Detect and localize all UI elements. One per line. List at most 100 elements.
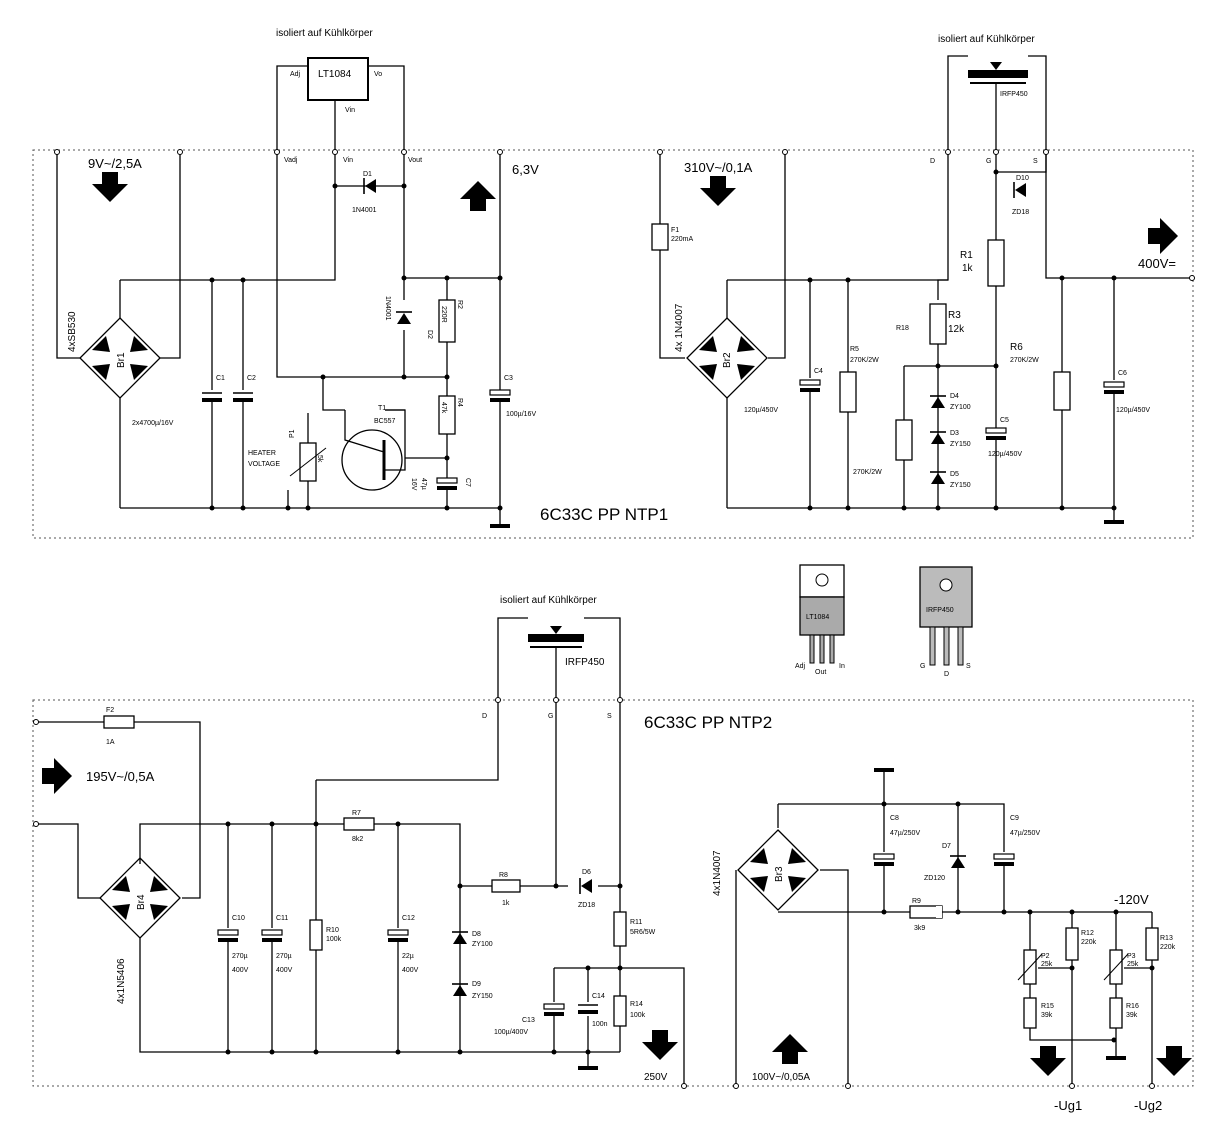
resistor-r16 — [1109, 997, 1123, 1029]
r6-label: R6 — [1010, 342, 1023, 353]
r18-label: R18 — [896, 325, 909, 332]
p1-value: 5k — [316, 455, 323, 463]
hv-input-arrow-icon — [700, 176, 736, 206]
c4-label: C4 — [814, 368, 823, 375]
c14-value: 100n — [592, 1021, 608, 1028]
c12-value2: 400V — [402, 967, 419, 974]
mosfet-irfp450-bottom — [528, 626, 584, 648]
lt1084-package — [799, 564, 845, 664]
heatsink-note-1: isoliert auf Kühlkörper — [276, 28, 373, 39]
ntp1-terminals — [54, 149, 1195, 281]
lt-pin-out: Out — [815, 669, 826, 676]
pin-d-1: D — [930, 158, 935, 165]
c9-value: 47µ/250V — [1010, 830, 1040, 837]
hv-output-arrow-icon — [1148, 218, 1178, 254]
bias-input-arrow-icon — [772, 1034, 808, 1064]
cap-c11 — [261, 929, 283, 943]
r13-value: 220k — [1160, 944, 1176, 951]
r3-label: R3 — [948, 310, 961, 321]
p3-value: 25k — [1127, 961, 1139, 968]
diode-d9 — [451, 983, 469, 997]
lt-pkg-label: LT1084 — [806, 614, 829, 621]
d6-label: D6 — [582, 869, 591, 876]
c13-value: 100µ/400V — [494, 1029, 528, 1036]
resistor-r12 — [1065, 927, 1079, 961]
r4-value: 47k — [440, 402, 447, 414]
c11-value1: 270µ — [276, 953, 292, 960]
diode-d8 — [451, 931, 469, 945]
br4-type: 4x1N5406 — [116, 958, 127, 1004]
r13-label: R13 — [1160, 935, 1173, 942]
r2-value: 220R — [440, 306, 447, 323]
d8-label: D8 — [472, 931, 481, 938]
f2-value: 1A — [106, 739, 115, 746]
diode-d5 — [929, 471, 947, 485]
cap-c1 — [201, 392, 223, 403]
r15-value: 39k — [1041, 1012, 1053, 1019]
f1-label: F1 — [671, 227, 679, 234]
c11-label: C11 — [276, 915, 288, 922]
diode-d1 — [363, 177, 377, 195]
d5-type: ZY150 — [950, 482, 971, 489]
cap-c2 — [232, 392, 254, 403]
ntp2-input-arrow-icon — [42, 758, 72, 794]
mosfet-label-2: IRFP450 — [565, 657, 605, 668]
c8-label: C8 — [890, 815, 899, 822]
r16-value: 39k — [1126, 1012, 1138, 1019]
c6-value: 120µ/450V — [1116, 407, 1150, 414]
resistor-r5 — [839, 371, 857, 413]
c8-value: 47µ/250V — [890, 830, 920, 837]
d2-type: 1N4001 — [384, 296, 391, 321]
ug1-arrow-icon — [1030, 1046, 1066, 1076]
heater-label2: VOLTAGE — [248, 461, 280, 468]
ntp2-bias-wiring — [735, 772, 1153, 1086]
ntp1-title: 6C33C PP NTP1 — [540, 505, 668, 524]
d3-label: D3 — [950, 430, 959, 437]
c11-value2: 400V — [276, 967, 293, 974]
cap-c10 — [217, 929, 239, 943]
ntp2-junctions — [225, 801, 1155, 1055]
r12-value: 220k — [1081, 939, 1097, 946]
resistor-r6 — [1053, 371, 1071, 411]
pin-d-2: D — [482, 713, 487, 720]
cap-c4 — [799, 379, 821, 393]
resistor-r1 — [987, 239, 1005, 287]
d2-label: D2 — [426, 330, 433, 339]
r8-label: R8 — [499, 872, 508, 879]
d4-label: D4 — [950, 393, 959, 400]
br4-label: Br4 — [136, 894, 147, 910]
irfp-pin-g: G — [920, 663, 925, 670]
resistor-r7 — [343, 817, 375, 831]
c6-label: C6 — [1118, 370, 1127, 377]
c10-label: C10 — [232, 915, 245, 922]
ntp1-junctions — [209, 169, 1117, 511]
vin-pin: Vin — [343, 157, 353, 164]
resistor-r2 — [438, 299, 456, 343]
fuse-f1 — [651, 223, 669, 251]
p2-label: P2 — [1041, 953, 1050, 960]
cap-c14 — [577, 1004, 599, 1015]
c1-label: C1 — [216, 375, 225, 382]
ntp2-output-label: 250V — [644, 1072, 668, 1083]
p2-value: 25k — [1041, 961, 1053, 968]
r14-label: R14 — [630, 1001, 643, 1008]
r1-value: 1k — [962, 263, 974, 274]
f1-value: 220mA — [671, 236, 694, 243]
caps-note: 2x4700µ/16V — [132, 420, 174, 427]
c10-value2: 400V — [232, 967, 249, 974]
resistor-r18 — [895, 419, 913, 461]
irfp450-package — [919, 566, 973, 666]
d10-type: ZD18 — [1012, 209, 1029, 216]
cap-c13 — [543, 1003, 565, 1017]
vout-pin: Vout — [408, 157, 422, 164]
d10-label: D10 — [1016, 175, 1029, 182]
d5-label: D5 — [950, 471, 959, 478]
ntp1-heater-wiring — [56, 65, 501, 524]
pin-g-1: G — [986, 158, 991, 165]
r15-label: R15 — [1041, 1003, 1054, 1010]
r6-value: 270K/2W — [1010, 357, 1039, 364]
lt-adj-pin: Adj — [290, 71, 301, 78]
c7-value1: 47µ — [420, 478, 427, 490]
ntp2-terminals — [33, 697, 1155, 1089]
